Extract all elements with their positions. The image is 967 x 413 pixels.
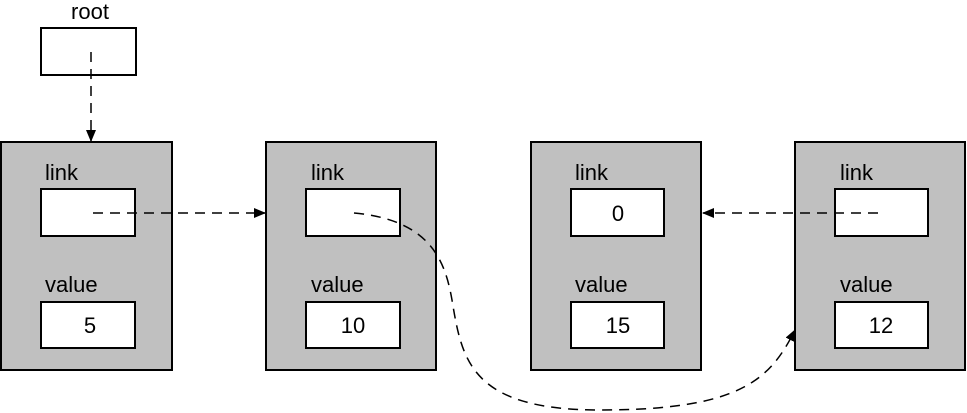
list-node: link value 5 bbox=[0, 141, 173, 371]
node-box bbox=[265, 141, 437, 371]
link-field bbox=[834, 188, 929, 237]
link-label: link bbox=[311, 160, 345, 185]
value-label: value bbox=[575, 272, 628, 297]
value-field bbox=[305, 301, 401, 349]
link-field bbox=[305, 188, 401, 237]
value-label: value bbox=[840, 272, 893, 297]
value-text: 5 bbox=[84, 313, 96, 338]
link-field bbox=[570, 188, 665, 237]
value-text: 10 bbox=[341, 313, 365, 338]
list-node: link value 10 bbox=[265, 141, 437, 371]
value-field bbox=[40, 301, 136, 349]
link-value: 0 bbox=[612, 201, 624, 226]
link-label: link bbox=[575, 160, 609, 185]
node2-link-arrow bbox=[353, 212, 796, 411]
list-node: link 0 value 15 bbox=[530, 141, 702, 371]
value-label: value bbox=[45, 272, 98, 297]
value-field bbox=[570, 301, 665, 349]
link-label: link bbox=[45, 160, 79, 185]
link-label: link bbox=[840, 160, 874, 185]
value-label: value bbox=[311, 272, 364, 297]
value-text: 12 bbox=[869, 313, 893, 338]
root-box bbox=[40, 27, 137, 76]
list-node: link value 12 bbox=[794, 141, 966, 371]
value-text: 15 bbox=[606, 313, 630, 338]
value-field bbox=[834, 301, 929, 349]
root-label: root bbox=[71, 0, 109, 24]
link-field bbox=[40, 188, 136, 237]
